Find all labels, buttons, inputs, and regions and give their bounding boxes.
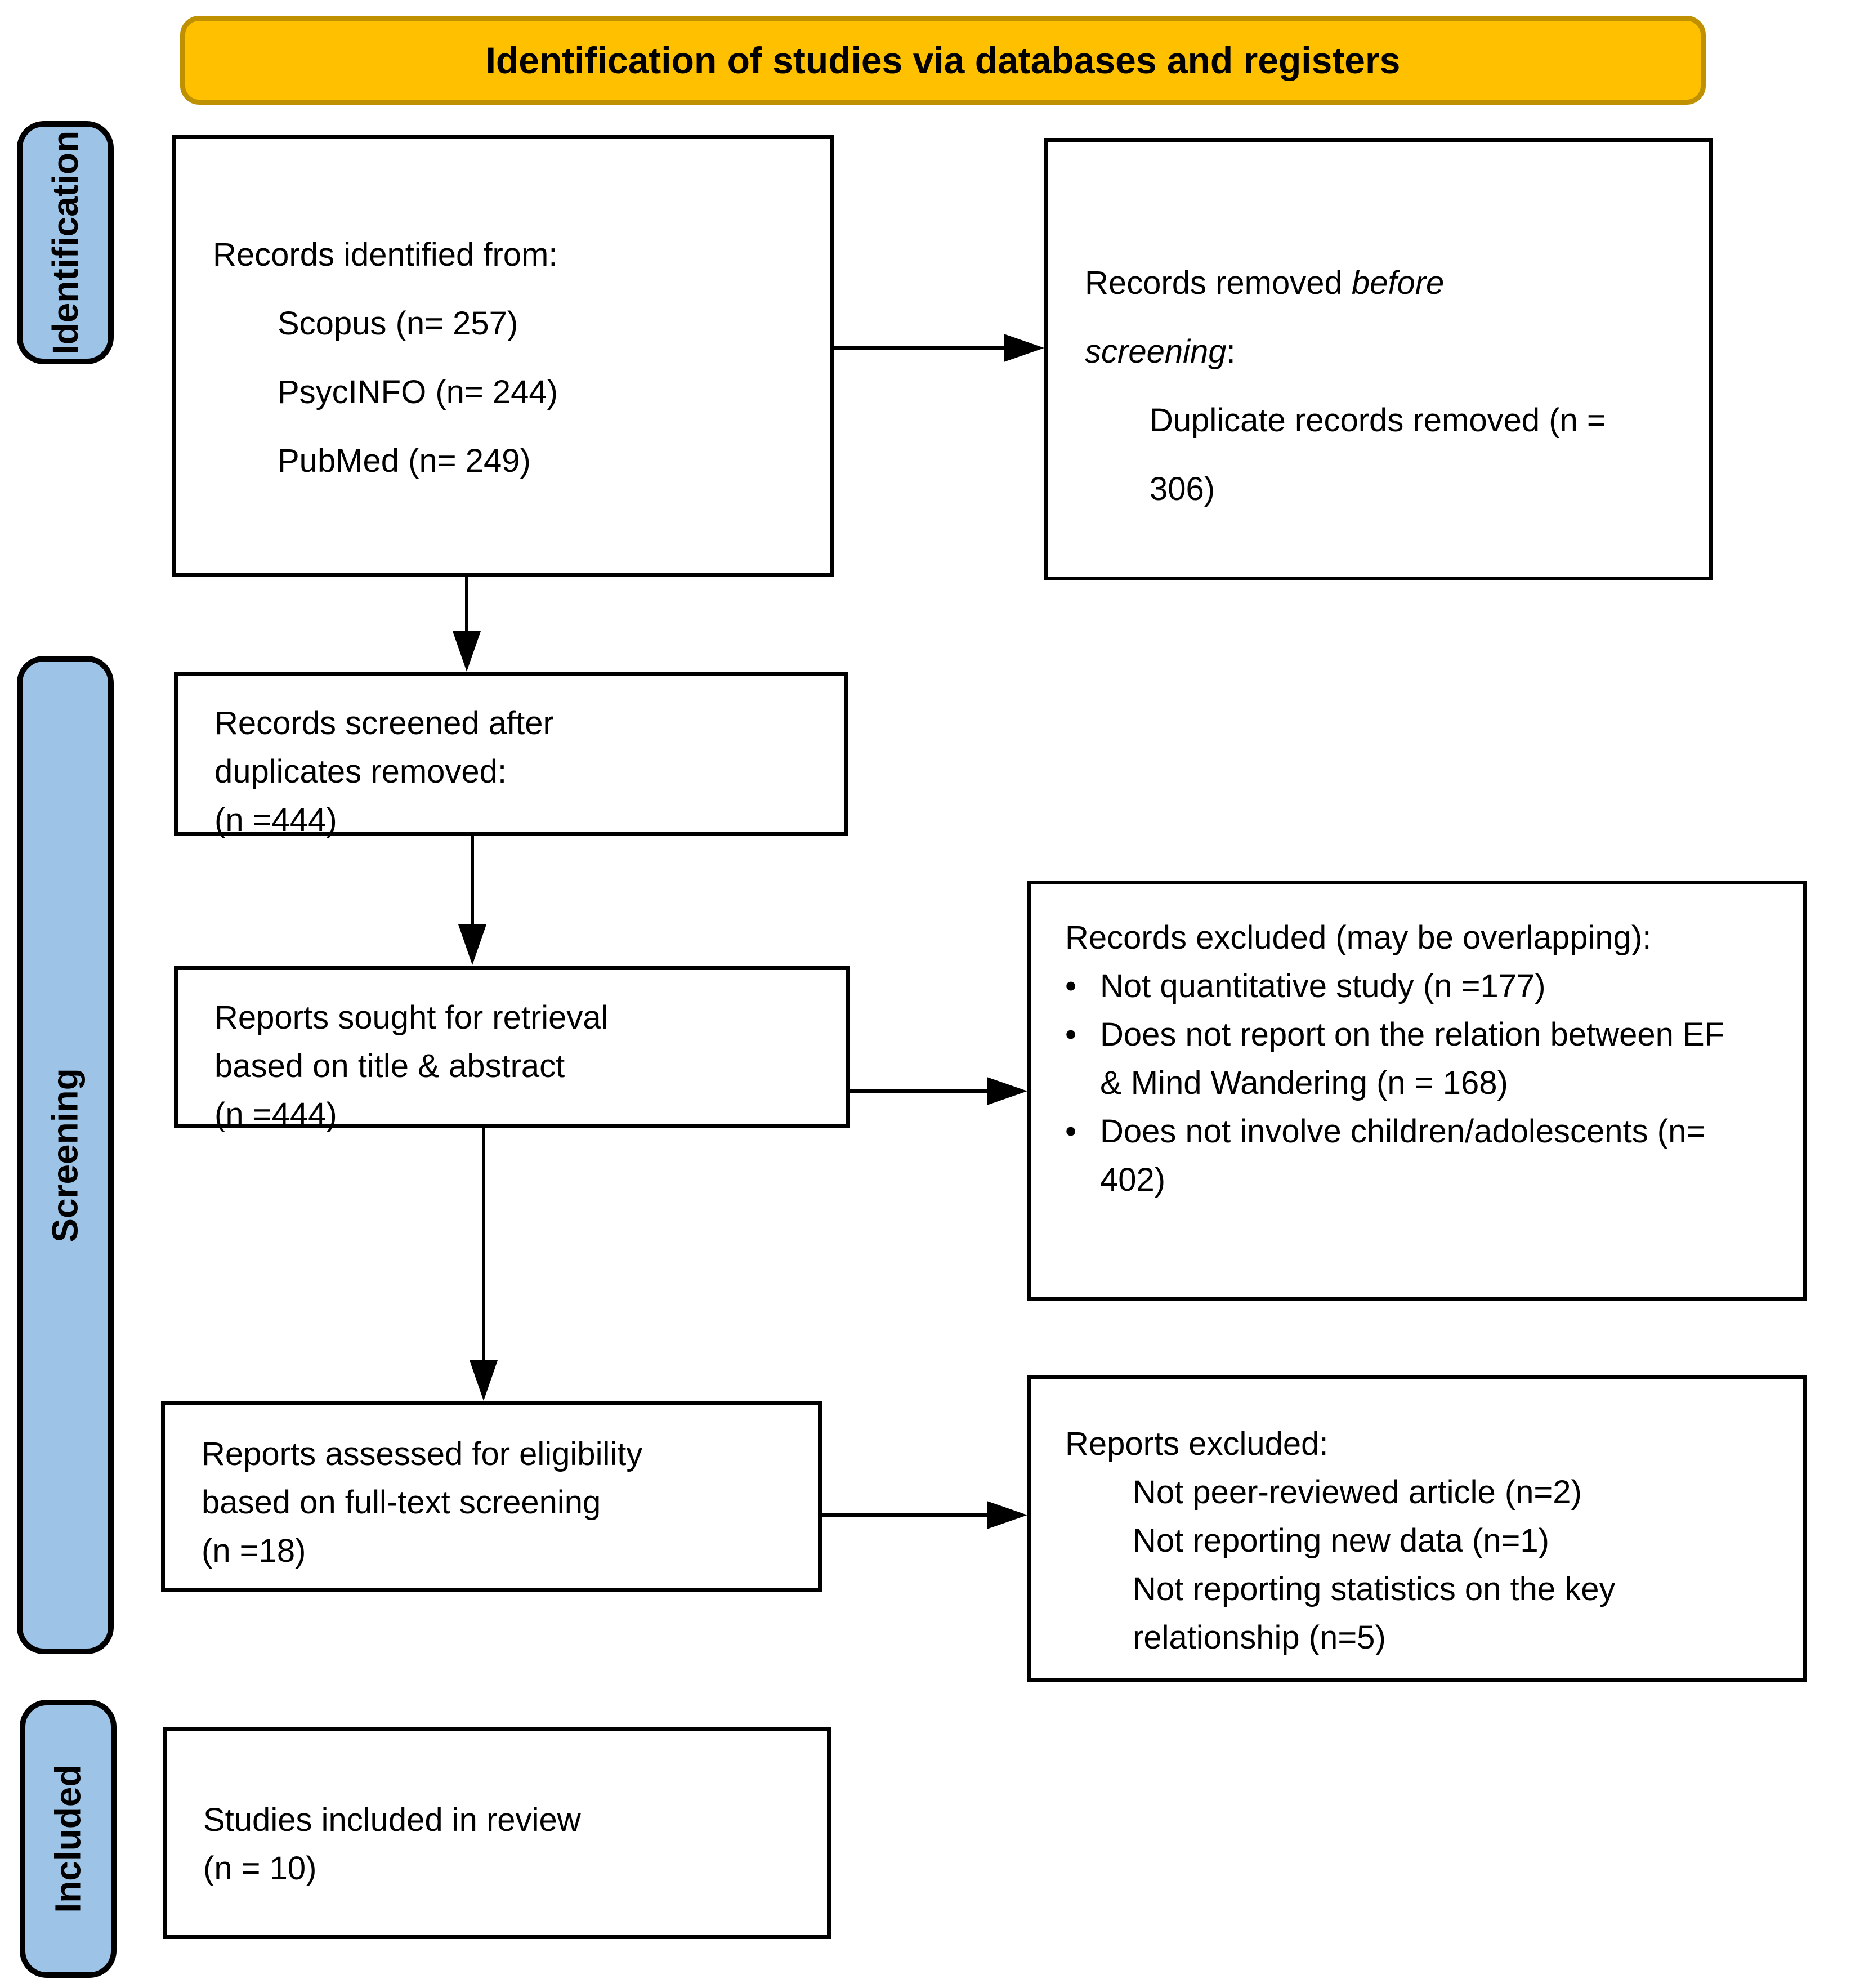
stage-bar-identification: Identification: [17, 121, 114, 364]
reports-excluded-reason: Not peer-reviewed article (n=2): [1133, 1474, 1582, 1511]
records-screened-line: Records screened after: [214, 705, 554, 741]
arrow-shaft: [848, 1089, 988, 1093]
reports-assessed-line: based on full-text screening: [202, 1484, 601, 1521]
box-records-identified: Records identified from: Scopus (n= 257)…: [172, 135, 834, 577]
reports-excluded-reason: Not reporting new data (n=1): [1133, 1522, 1549, 1559]
arrowhead-down-icon: [453, 631, 481, 672]
stage-identification-label: Identification: [45, 130, 86, 355]
records-screened-line: duplicates removed:: [214, 753, 507, 790]
reports-sought-line: based on title & abstract: [214, 1048, 565, 1084]
records-removed-intro-prefix: Records removed: [1085, 265, 1352, 301]
box-records-removed: Records removed before screening: Duplic…: [1044, 138, 1713, 580]
records-removed-reason: Duplicate records removed (n = 306): [1150, 402, 1606, 507]
box-reports-assessed: Reports assessed for eligibility based o…: [161, 1401, 822, 1592]
box-records-screened: Records screened after duplicates remove…: [174, 672, 848, 838]
records-identified-source: Scopus (n= 257): [278, 305, 518, 342]
records-excluded-reason: Does not involve children/adolescents (n…: [1100, 1113, 1706, 1198]
reports-assessed-line: Reports assessed for eligibility: [202, 1436, 643, 1472]
arrowhead-down-icon: [458, 924, 486, 965]
arrowhead-right-icon: [987, 1501, 1027, 1529]
records-excluded-header: Records excluded (may be overlapping):: [1065, 919, 1652, 956]
arrowhead-right-icon: [1004, 334, 1044, 362]
arrow-shaft: [821, 1513, 988, 1517]
reports-excluded-header: Reports excluded:: [1065, 1426, 1329, 1462]
bullet-icon: •: [1065, 1113, 1077, 1150]
stage-included-label: Included: [48, 1764, 88, 1913]
records-excluded-reason-row: • Not quantitative study (n =177): [1065, 962, 1777, 1011]
arrow-shaft: [834, 346, 1005, 350]
arrow-shaft: [465, 575, 468, 633]
records-excluded-reason: Not quantitative study (n =177): [1100, 968, 1546, 1004]
records-identified-source: PubMed (n= 249): [278, 443, 531, 479]
records-identified-source: PsycINFO (n= 244): [278, 374, 558, 410]
reports-excluded-reason: Not reporting statistics on the key rela…: [1133, 1571, 1616, 1656]
arrowhead-down-icon: [470, 1360, 498, 1401]
records-removed-intro-colon: :: [1226, 333, 1236, 370]
studies-included-line: Studies included in review: [203, 1802, 581, 1838]
reports-sought-line: (n =444): [214, 1096, 337, 1133]
box-reports-excluded: Reports excluded: Not peer-reviewed arti…: [1027, 1375, 1807, 1682]
title-banner-label: Identification of studies via databases …: [485, 39, 1401, 81]
stage-screening-label: Screening: [45, 1067, 86, 1243]
arrow-shaft: [482, 1127, 485, 1362]
box-studies-included: Studies included in review (n = 10): [163, 1727, 831, 1939]
stage-bar-included: Included: [20, 1700, 117, 1978]
arrowhead-right-icon: [987, 1077, 1027, 1105]
arrow-shaft: [471, 835, 474, 927]
box-reports-sought: Reports sought for retrieval based on ti…: [174, 966, 850, 1133]
records-screened-line: (n =444): [214, 802, 337, 838]
bullet-icon: •: [1065, 1016, 1077, 1053]
records-identified-intro: Records identified from:: [213, 236, 558, 273]
reports-sought-line: Reports sought for retrieval: [214, 999, 609, 1036]
records-excluded-reason-row: • Does not involve children/adolescents …: [1065, 1107, 1777, 1204]
bullet-icon: •: [1065, 968, 1077, 1004]
title-banner: Identification of studies via databases …: [180, 16, 1706, 105]
reports-assessed-line: (n =18): [202, 1533, 306, 1569]
stage-bar-screening: Screening: [17, 656, 114, 1654]
records-excluded-reason: Does not report on the relation between …: [1100, 1016, 1725, 1101]
box-records-excluded: Records excluded (may be overlapping): •…: [1027, 881, 1807, 1301]
studies-included-line: (n = 10): [203, 1850, 317, 1887]
records-removed-intro: Records removed before screening:: [1085, 249, 1530, 386]
records-removed-intro-italic: before screening: [1085, 265, 1445, 370]
records-excluded-reason-row: • Does not report on the relation betwee…: [1065, 1011, 1777, 1107]
